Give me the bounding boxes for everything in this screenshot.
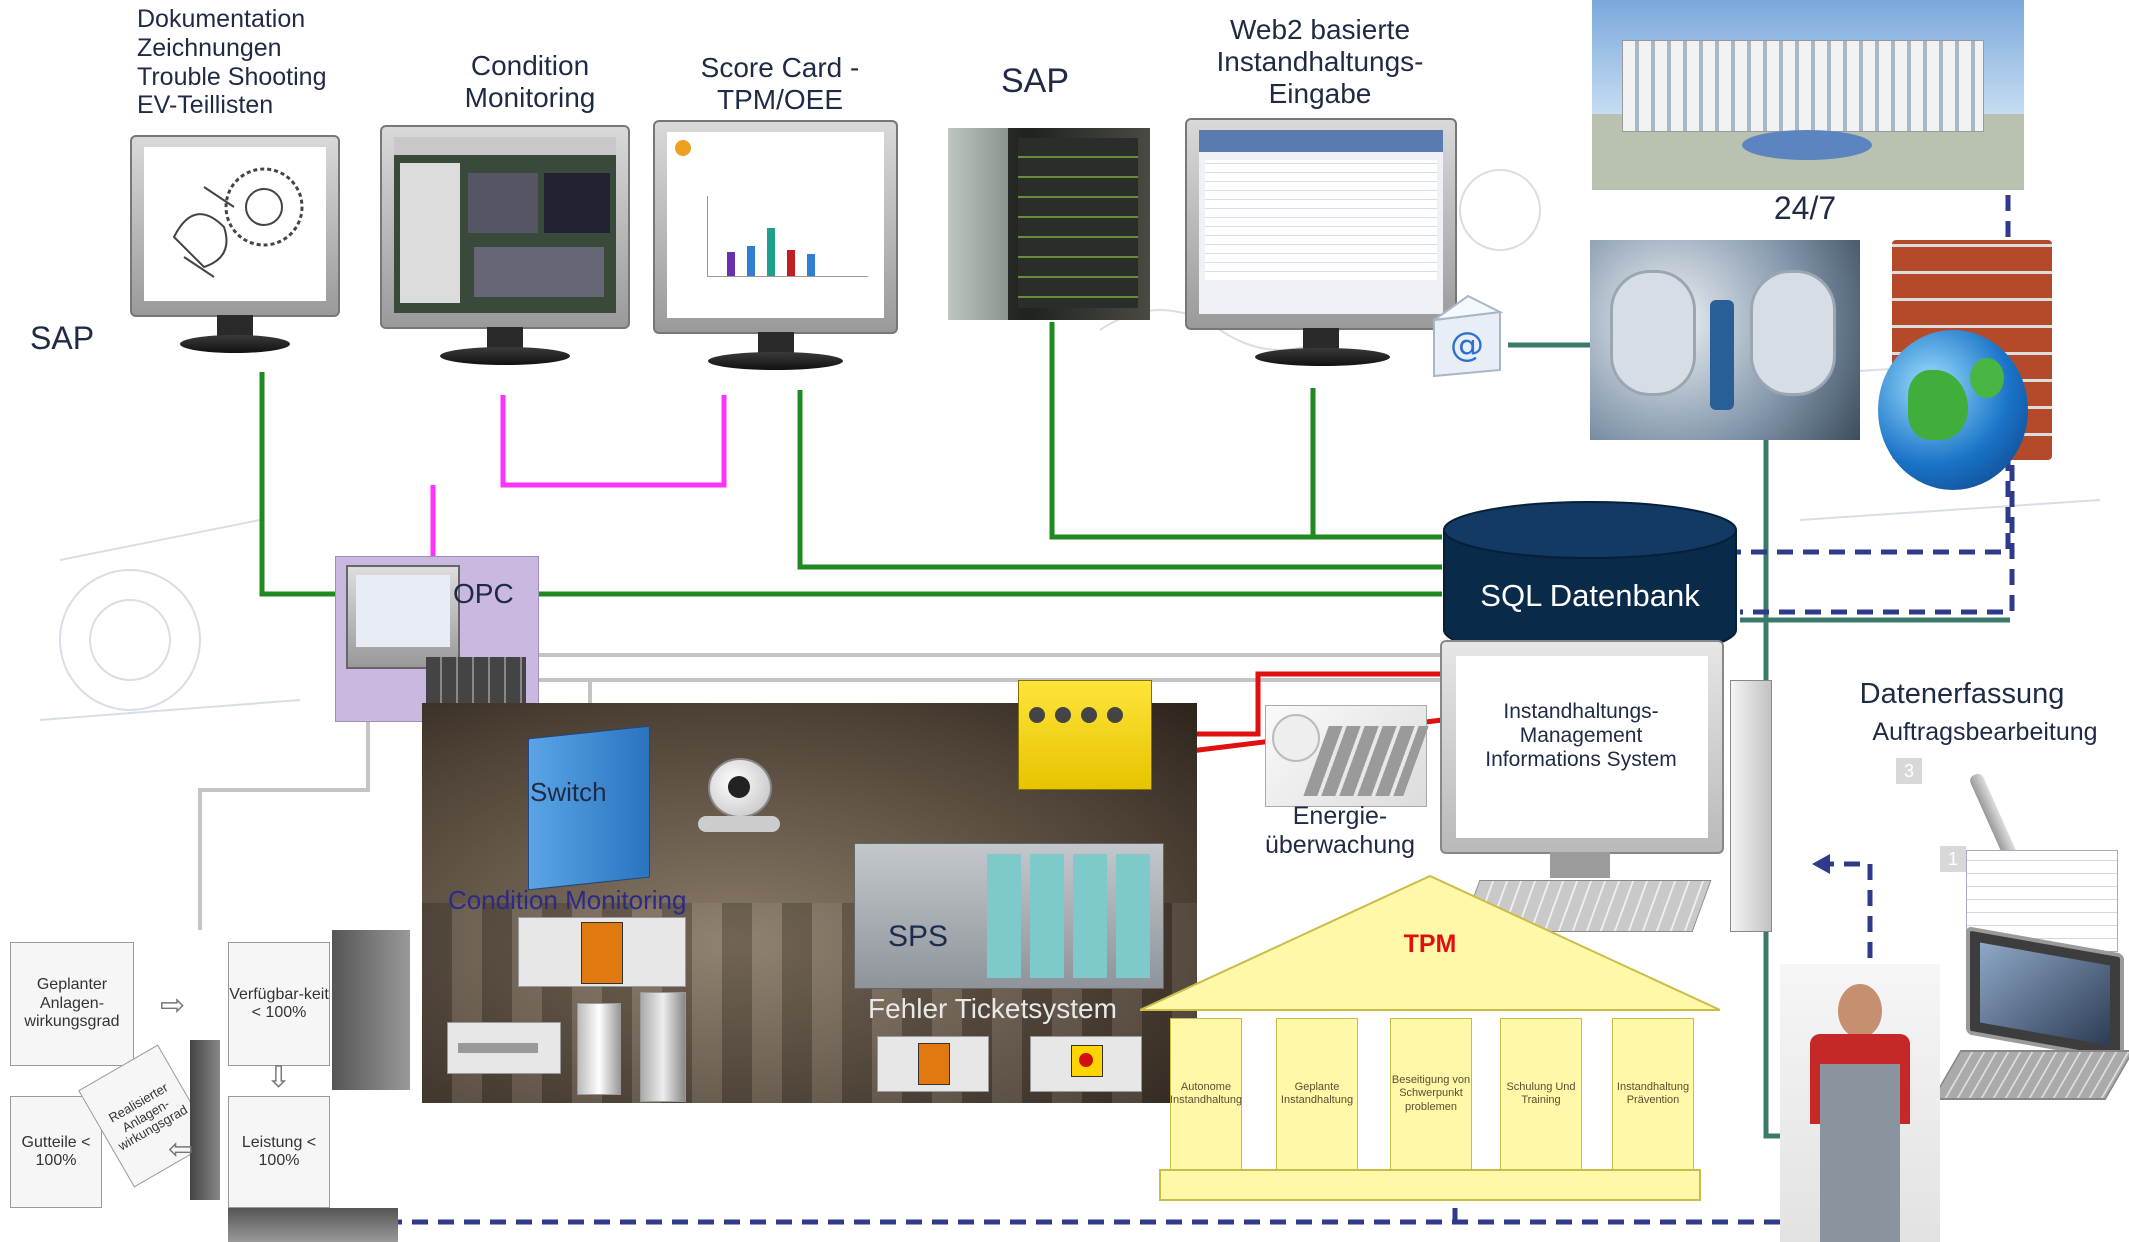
opc-monitor — [346, 565, 460, 669]
camera-icon — [698, 758, 780, 834]
monitor-score-card — [653, 120, 898, 385]
box-leistung: Leistung < 100% — [228, 1096, 330, 1208]
web2-line-3: Eingabe — [1268, 78, 1372, 110]
dark-block-left — [190, 1040, 220, 1200]
cm-line-1: Condition — [470, 50, 590, 81]
pc-tower — [1730, 680, 1772, 932]
doc-line-3: Trouble Shooting — [137, 62, 327, 91]
condition-monitoring-top-label: Condition Monitoring — [440, 50, 620, 114]
monitor-documentation — [130, 135, 340, 365]
score-line-2: TPM/OEE — [716, 84, 843, 116]
monitor-condition-monitoring — [380, 125, 630, 380]
doc-line-4: EV-Teillisten — [137, 91, 274, 120]
svg-text:@: @ — [1450, 325, 1484, 365]
energie-line-1: Energie- — [1292, 802, 1388, 830]
badge-step-3: 3 — [1896, 758, 1922, 784]
sensor-rod — [447, 1022, 561, 1074]
box-gutteile: Gutteile < 100% — [10, 1096, 102, 1208]
auftragsbearbeitung-label: Auftragsbearbeitung — [1872, 718, 2098, 746]
arrow-down: ⇩ — [266, 1061, 292, 1094]
condition-monitoring-mid-label: Condition Monitoring — [448, 885, 687, 915]
ticket-device-2 — [1030, 1036, 1142, 1092]
magenta-lines — [430, 395, 727, 556]
ticket-device-1 — [877, 1036, 989, 1092]
arrow-right: ⇨ — [160, 989, 186, 1022]
tpm-column-1: Autonome Instandhaltung — [1170, 1018, 1242, 1170]
sps-plc — [854, 843, 1164, 989]
sensor-pressure — [577, 1003, 621, 1095]
web2-line-1: Web2 basierte — [1229, 14, 1411, 45]
box-geplanter: Geplanter Anlagen-wirkungsgrad — [10, 942, 134, 1066]
tpm-column-3: Beseitigung von Schwerpunkt problemen — [1390, 1018, 1472, 1170]
tpm-roof-label: TPM — [1403, 930, 1457, 958]
tpm-column-4: Schulung Und Training — [1500, 1018, 1582, 1170]
green-network-lines — [259, 322, 1442, 597]
server-room-photo — [948, 128, 1150, 320]
sap-top-label: SAP — [1000, 62, 1070, 100]
building-photo — [1592, 0, 2024, 190]
laptop-icon — [1931, 926, 2129, 1110]
dark-block-bottom — [228, 1208, 398, 1242]
imis-line-1: Instandhaltungs- — [1503, 700, 1659, 723]
energie-line-2: überwachung — [1264, 830, 1416, 859]
badge-step-1: 1 — [1940, 846, 1966, 872]
imis-computer — [1440, 640, 1772, 940]
teal-lines — [1508, 342, 2010, 1139]
arrow-left: ⇦ — [168, 1133, 194, 1166]
machine-photo — [1590, 240, 1860, 440]
sql-database — [1442, 500, 1738, 660]
sql-label: SQL Datenbank — [1480, 578, 1700, 613]
cm-software-screen — [394, 137, 616, 313]
imis-line-2: Management — [1519, 724, 1643, 748]
doc-line-2: Zeichnungen — [137, 33, 282, 62]
calculator-icon — [1265, 705, 1429, 807]
box-verfuegbarkeit: Verfügbar-keit < 100% — [228, 942, 330, 1066]
doc-line-1: Dokumentation — [137, 5, 306, 33]
opc-label: OPC — [453, 578, 514, 609]
monitor-web2 — [1185, 118, 1457, 380]
globe-icon — [1878, 330, 2028, 490]
tpm-column-2: Geplante Instandhaltung — [1276, 1018, 1358, 1170]
doc-label: Dokumentation Zeichnungen Trouble Shooti… — [137, 5, 326, 120]
web2-label: Web2 basierte Instandhaltungs- Eingabe — [1190, 14, 1450, 111]
sensor-flow — [640, 992, 686, 1102]
cm-line-2: Monitoring — [464, 82, 596, 114]
email-at-icon: @ — [1428, 290, 1506, 382]
energie-label: Energie- überwachung — [1250, 802, 1430, 860]
dark-block-top — [332, 930, 410, 1090]
sps-label: SPS — [888, 920, 949, 953]
web2-screen — [1199, 130, 1443, 314]
imis-label: Instandhaltungs- Management Informations… — [1456, 700, 1706, 772]
tpm-temple: TPM Autonome Instandhaltung Geplante Ins… — [1140, 870, 1720, 1205]
tpm-column-5: Instandhaltung Prävention — [1612, 1018, 1694, 1170]
score-card-label: Score Card - TPM/OEE — [680, 52, 880, 116]
yellow-io-module — [1018, 680, 1152, 790]
technical-drawing — [144, 147, 326, 301]
network-switch — [528, 725, 650, 891]
cm-device — [518, 917, 686, 987]
score-line-1: Score Card - — [700, 52, 860, 83]
fehler-ticket-label: Fehler Ticketsystem — [868, 993, 1117, 1024]
web2-line-2: Instandhaltungs- — [1216, 46, 1424, 78]
score-card-screen — [667, 132, 884, 318]
worker-photo — [1780, 964, 1940, 1242]
sap-left-label: SAP — [30, 320, 95, 356]
switch-label: Switch — [530, 777, 607, 807]
imis-line-3: Informations System — [1485, 748, 1677, 772]
datenerfassung-label: Datenerfassung — [1859, 678, 2065, 710]
twentyfour-seven-label: 24/7 — [1773, 190, 1837, 226]
